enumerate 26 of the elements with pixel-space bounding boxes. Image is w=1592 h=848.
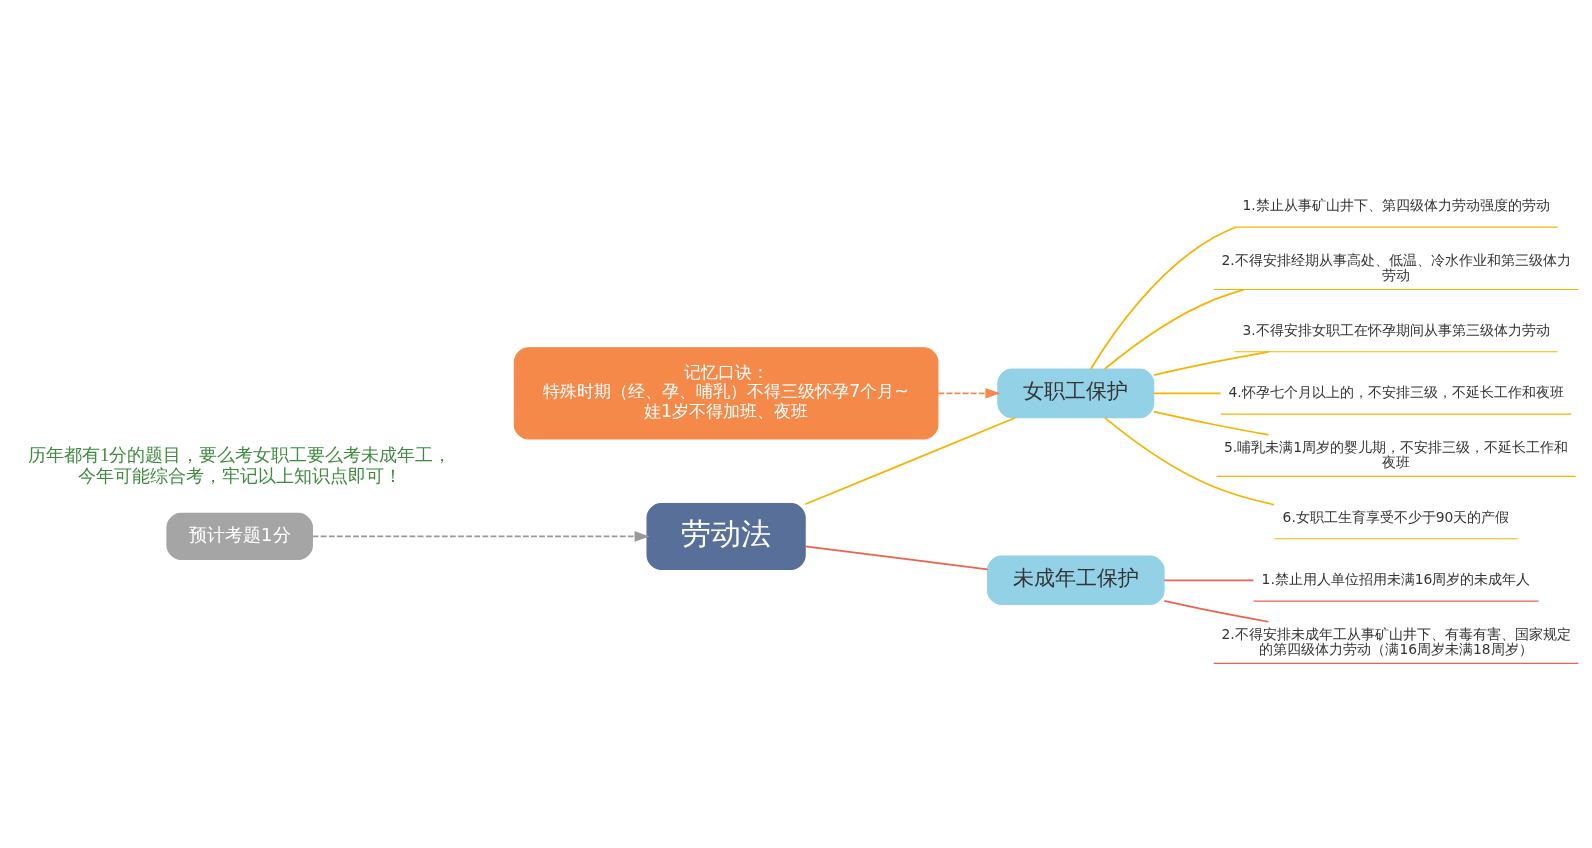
node-box: 劳动法 [645, 502, 806, 570]
node-box: 未成年工保护 [986, 555, 1165, 605]
node-text: 2.不得安排未成年工从事矿山井下、有毒有害、国家规定的第四级体力劳动（满16周岁未满18周岁） [1220, 625, 1571, 657]
connector [1152, 391, 1221, 394]
connector [1152, 350, 1269, 376]
node-text: 1.禁止从事矿山井下、第四级体力劳动强度的劳动 [1241, 196, 1550, 213]
arrow [311, 530, 650, 542]
node-box: 记忆口诀： 特殊时期（经、孕、哺乳）不得三级怀孕7个月~娃1岁不得加班、夜班 [513, 346, 938, 439]
node-box: 女职工保护 [996, 368, 1154, 418]
connector [1103, 416, 1275, 505]
connector [803, 416, 1016, 505]
connector [803, 544, 988, 570]
connector [1162, 578, 1254, 581]
connector [1089, 225, 1236, 370]
node-text: 4.怀孕七个月以上的，不安排三级，不延长工作和夜班 [1227, 383, 1564, 400]
node-text: 5.哺乳未满1周岁的婴儿期，不安排三级，不延长工作和夜班 [1223, 438, 1568, 470]
node-text: 2.不得安排经期从事高处、低温、冷水作业和第三级体力劳动 [1220, 251, 1571, 283]
connector [1103, 288, 1245, 370]
label: 历年都有1分的题目，要么考女职工要么考未成年工，今年可能综合考，牢记以上知识点即可！ [27, 444, 451, 486]
node-text: 1.禁止用人单位招用未满16周岁的未成年人 [1261, 570, 1530, 587]
node-box: 预计考题1分 [165, 512, 313, 560]
connector [1162, 599, 1269, 623]
arrow [936, 387, 1000, 399]
connector [1152, 410, 1269, 436]
node-text: 6.女职工生育享受不少于90天的产假 [1282, 508, 1509, 525]
node-text: 3.不得安排女职工在怀孕期间从事第三级体力劳动 [1241, 321, 1550, 338]
